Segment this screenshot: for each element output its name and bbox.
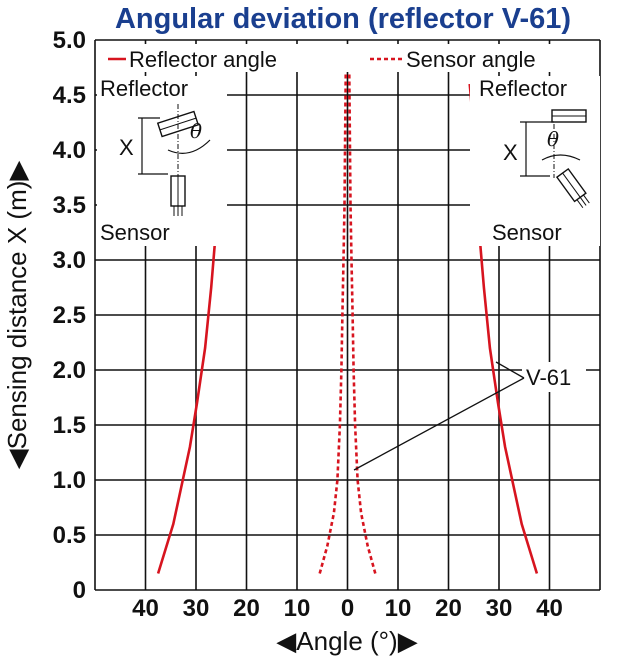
x-tick-label: 10	[284, 595, 311, 622]
left-angle-arc	[167, 139, 211, 154]
v61-callout: V-61	[353, 361, 571, 471]
y-tick-label: 4.5	[53, 82, 86, 109]
left-sensor-label: Sensor	[100, 220, 170, 245]
x-tick-label: 20	[233, 595, 260, 622]
left-reflector-label: Reflector	[100, 76, 188, 101]
right-theta-label: θ	[547, 127, 559, 151]
callout-label-background	[522, 362, 586, 392]
legend: Reflector angle Sensor angle	[108, 47, 536, 72]
x-tick-label: 20	[435, 595, 462, 622]
legend-reflector-angle: Reflector angle	[129, 47, 277, 72]
y-tick-label: 2.5	[53, 302, 86, 329]
right-sensor-label: Sensor	[492, 220, 562, 245]
x-tick-label: 30	[183, 595, 210, 622]
callout-leader-upper	[495, 361, 525, 379]
x-axis-label: ◀Angle (°)▶	[276, 626, 417, 656]
y-tick-label: 4.0	[53, 137, 86, 164]
callout-label: V-61	[526, 365, 571, 390]
left-inset-background	[97, 76, 227, 246]
y-tick-label: 1.5	[53, 412, 86, 439]
right-sensor-icon	[555, 167, 590, 209]
chart-title: Angular deviation (reflector V-61)	[115, 3, 571, 35]
y-tick-label: 2.0	[53, 357, 86, 384]
y-tick-label: 0	[73, 577, 86, 604]
callout-leader-lower	[353, 377, 525, 471]
y-tick-label: 3.0	[53, 247, 86, 274]
y-tick-label: 1.0	[53, 467, 86, 494]
right-reflector-label: Reflector	[479, 76, 567, 101]
right-inset-background	[470, 76, 600, 246]
legend-sensor-angle: Sensor angle	[406, 47, 536, 72]
left-inset-diagram: Reflector X θ Sensor	[100, 76, 211, 245]
tick-labels: 40 30 20 10 0 10 20 30 40 0 0.5 1.0 1.5 2.0 2.5 3.0 3.5 4…	[53, 27, 563, 622]
right-angle-arc	[541, 154, 581, 161]
right-inset-diagram: Reflector X θ Sensor	[479, 76, 590, 245]
left-theta-label: θ	[190, 119, 202, 143]
y-tick-label: 5.0	[53, 27, 86, 54]
x-tick-label: 10	[385, 595, 412, 622]
y-tick-label: 0.5	[53, 522, 86, 549]
x-tick-label: 40	[536, 595, 563, 622]
legend-background	[104, 44, 576, 72]
right-reflector-icon	[551, 109, 587, 123]
x-tick-label: 40	[132, 595, 159, 622]
sensor-angle-curve	[318, 45, 348, 574]
y-tick-label: 3.5	[53, 192, 86, 219]
left-x-label: X	[119, 135, 134, 160]
sensor-angle-curve	[347, 45, 377, 574]
right-x-label: X	[503, 140, 518, 165]
y-axis-label: ◀Sensing distance X (m)▶	[2, 161, 32, 470]
left-sensor-icon	[170, 175, 186, 216]
x-tick-label: 30	[486, 595, 513, 622]
x-tick-label: 0	[341, 595, 354, 622]
